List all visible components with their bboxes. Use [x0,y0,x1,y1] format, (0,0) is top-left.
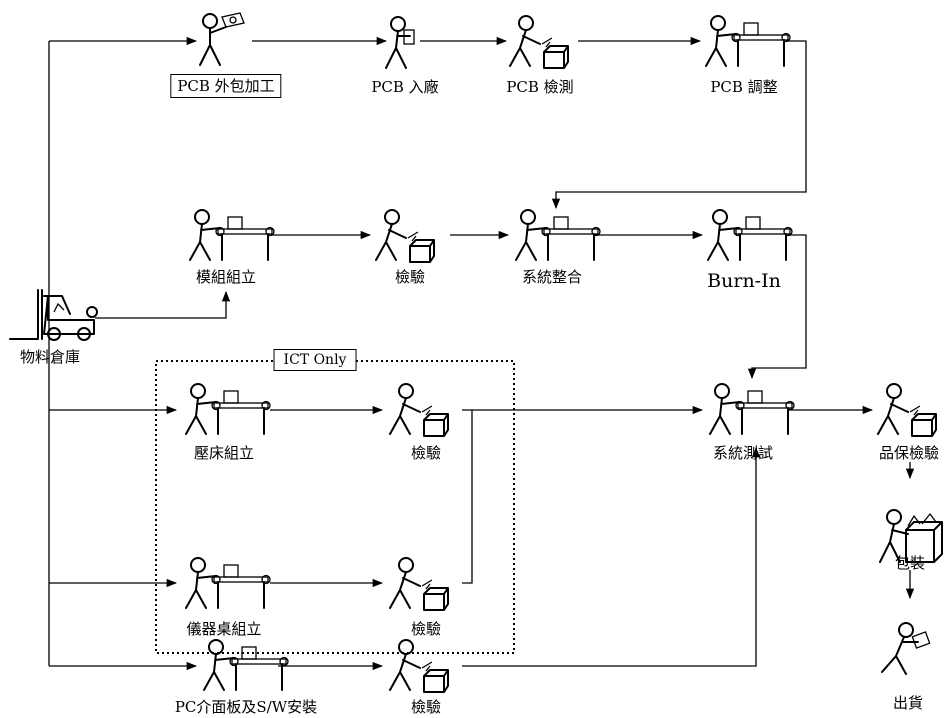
step-label-system-test: 系統測試 [712,444,774,462]
step-label-shipping: 出貨 [892,694,924,712]
press-assembly-worker-icon [185,383,271,435]
pc-panel-worker-icon [203,639,289,691]
flow-lines [48,36,915,671]
ict-group-border [155,360,515,654]
warehouse-label: 物料倉庫 [19,348,81,366]
system-test-worker-icon [709,383,795,435]
module-check-worker-icon [375,209,435,263]
step-label-module-check: 檢驗 [394,268,426,286]
forklift-icon [9,289,98,341]
step-label-instrument-assembly: 儀器桌組立 [186,620,262,638]
step-label-pc-panel-assembly: PC介面板及S/W安裝 [174,698,318,716]
step-label-pcb-inspection: PCB 檢測 [506,78,574,96]
step-label-module-assembly: 模組組立 [195,268,257,286]
step-label-qa-inspection: 品保檢驗 [878,444,940,462]
step-label-instrument-check: 檢驗 [410,620,442,638]
pcb-adjust-worker-icon [705,15,791,67]
step-label-packing: 包裝 [894,554,926,572]
shipping-worker-icon [881,622,931,675]
step-label-press-check: 檢驗 [410,444,442,462]
instrument-check-worker-icon [389,557,449,611]
burn-in-worker-icon [707,209,793,261]
step-label-pcb-outsourcing: PCB 外包加工 [170,74,282,98]
step-label-press-assembly: 壓床組立 [193,444,255,462]
receiving-worker-icon [385,16,415,69]
step-label-burn-in: Burn-In [707,270,781,292]
qa-inspection-worker-icon [877,383,937,437]
pcb-inspection-worker-icon [509,15,569,69]
outsourcing-worker-icon [199,12,245,66]
step-icons [9,12,943,693]
step-label-pcb-adjust: PCB 調整 [710,78,778,96]
module-assembly-worker-icon [189,209,275,261]
ict-only-label: ICT Only [273,349,357,371]
step-label-system-integration: 系統整合 [521,268,583,286]
step-label-pcb-receiving: PCB 入廠 [371,78,439,96]
pc-panel-check-worker-icon [389,639,449,693]
step-label-pc-panel-check: 檢驗 [410,698,442,716]
press-check-worker-icon [389,383,449,437]
system-integration-worker-icon [515,209,601,261]
instrument-assembly-worker-icon [185,557,271,609]
